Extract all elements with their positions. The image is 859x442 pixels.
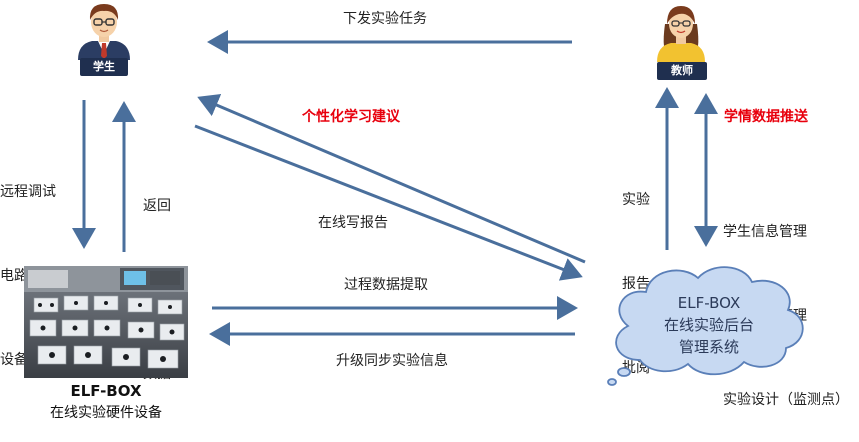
device-subtitle: 在线实验硬件设备 [50, 405, 162, 421]
label-issue-tasks: 下发实验任务 [343, 11, 427, 27]
student-badge: 学生 [80, 58, 128, 76]
cloud-label: ELF-BOX 在线实验后台 管理系统 [663, 294, 754, 356]
arrows-layer [72, 30, 718, 346]
female-avatar-icon [657, 6, 705, 62]
arrow-write-report-to-cloud [194, 124, 583, 281]
device-title: ELF-BOX [70, 382, 142, 400]
teacher-badge: 教师 [657, 62, 707, 80]
label-extract-data: 过程数据提取 [344, 277, 428, 293]
arrow-personalized-to-student [197, 94, 586, 264]
label-sync-info: 升级同步实验信息 [336, 353, 448, 369]
label-push-data: 学情数据推送 [724, 109, 808, 125]
label-personalized-advice: 个性化学习建议 [302, 109, 400, 125]
cloud-icon [607, 266, 804, 386]
male-avatar-icon [78, 4, 130, 60]
label-write-report: 在线写报告 [318, 215, 388, 231]
lab-hardware-photo [24, 266, 188, 378]
